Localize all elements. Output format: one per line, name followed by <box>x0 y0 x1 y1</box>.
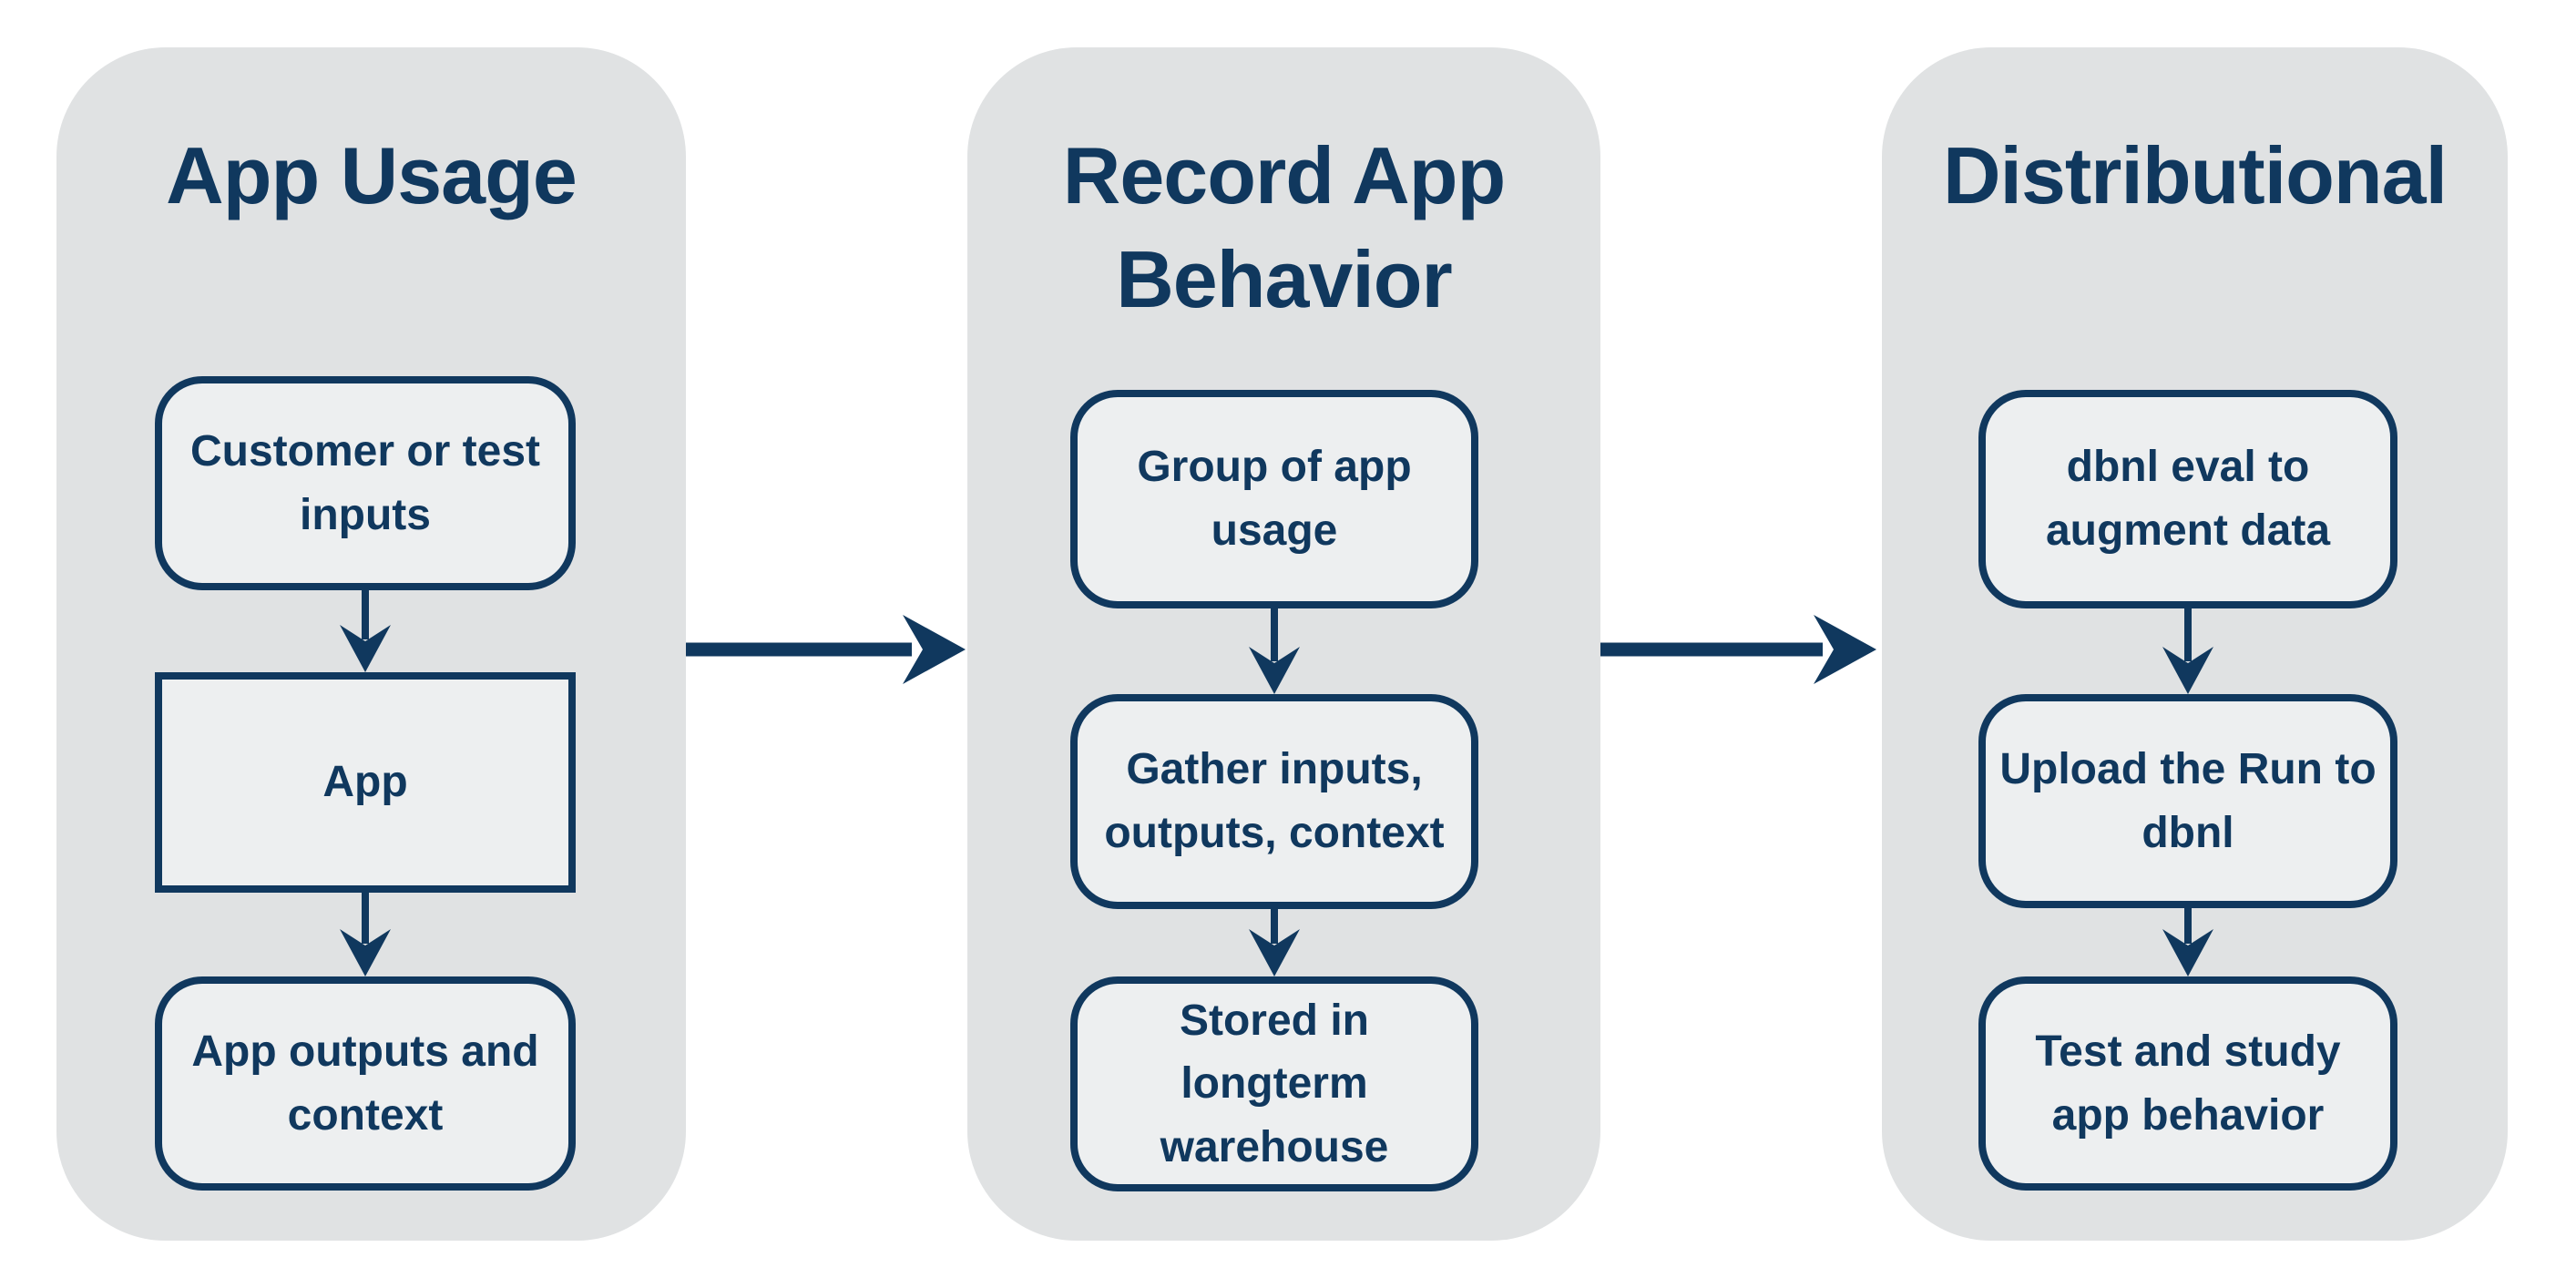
node-upload-the-run-to-dbnl: Upload the Run to dbnl <box>1978 694 2397 908</box>
stage-title-distributional: Distributional <box>1942 130 2448 220</box>
stage-title-record-app-behavior: Record App Behavior <box>1062 130 1506 325</box>
arrow-right-icon <box>1600 613 1876 686</box>
node-label: Gather inputs, outputs, context <box>1104 745 1445 857</box>
node-app-outputs-and-context: App outputs and context <box>155 976 576 1191</box>
arrow-down-icon <box>338 590 393 672</box>
node-test-and-study-app-behavior: Test and study app behavior <box>1978 976 2397 1191</box>
node-label: Test and study app behavior <box>2035 1027 2341 1140</box>
arrow-down-icon <box>1247 608 1302 694</box>
arrow-down-icon <box>2161 908 2215 976</box>
arrow-down-icon <box>338 893 393 976</box>
node-customer-or-test-inputs: Customer or test inputs <box>155 376 576 590</box>
arrow-right-icon <box>686 613 966 686</box>
node-label: App <box>322 758 408 807</box>
node-label: Stored in longterm warehouse <box>1160 996 1389 1171</box>
node-gather-inputs-outputs-context: Gather inputs, outputs, context <box>1070 694 1478 909</box>
node-group-of-app-usage: Group of app usage <box>1070 390 1478 608</box>
node-dbnl-eval-to-augment-data: dbnl eval to augment data <box>1978 390 2397 608</box>
stage-title-app-usage: App Usage <box>166 130 578 220</box>
arrow-down-icon <box>2161 608 2215 694</box>
node-stored-in-longterm-warehouse: Stored in longterm warehouse <box>1070 976 1478 1191</box>
node-label: Customer or test inputs <box>189 426 541 539</box>
node-label: dbnl eval to augment data <box>2045 443 2331 555</box>
node-label: Group of app usage <box>1137 443 1412 555</box>
node-label: App outputs and context <box>191 1027 539 1140</box>
node-app: App <box>155 672 576 893</box>
arrow-down-icon <box>1247 909 1302 976</box>
node-label: Upload the Run to dbnl <box>1999 744 2377 857</box>
